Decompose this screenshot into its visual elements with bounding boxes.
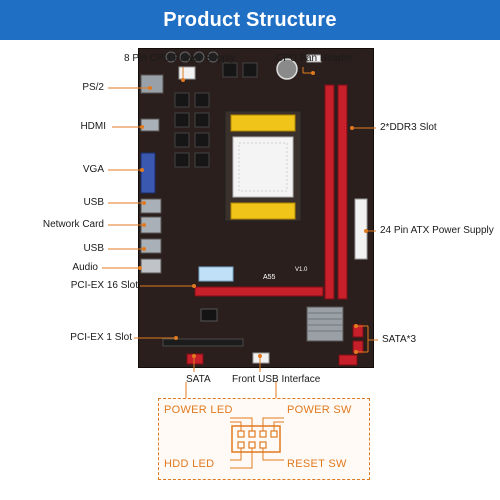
pin-label-reset-sw: RESET SW	[287, 458, 347, 470]
sata-port-right-1	[352, 324, 364, 338]
pcie-x1-slot	[162, 338, 244, 347]
cpu-socket	[232, 136, 294, 198]
label-sticker	[198, 266, 234, 282]
sata-port	[186, 353, 204, 365]
dimm-slot-2	[337, 84, 348, 300]
callout-cpu-power: 8 Pin CPU Power Supply	[124, 53, 236, 64]
callout-network-card: Network Card	[42, 219, 104, 230]
header-banner: Product Structure	[0, 0, 500, 40]
callout-ps2: PS/2	[82, 82, 104, 93]
callout-vga: VGA	[82, 164, 104, 175]
cpu-fan-header	[306, 54, 322, 63]
hdmi-port	[140, 118, 160, 132]
usb-port-top	[140, 198, 162, 214]
motherboard: A55 V1.0	[138, 48, 374, 368]
callout-sata: SATA	[186, 374, 211, 385]
callout-pcie1: PCI-EX 1 Slot	[70, 332, 132, 343]
front-panel-header-box	[158, 398, 370, 480]
socket-clip-top	[230, 114, 296, 132]
callout-hdmi: HDMI	[80, 121, 106, 132]
callout-atx-power: 24 Pin ATX Power Supply	[380, 225, 494, 236]
pcie-x16-slot	[194, 286, 324, 297]
callout-cpu-fan: CPU Fan Header	[276, 53, 353, 64]
dimm-slot-1	[324, 84, 335, 300]
motherboard-drawing: A55 V1.0	[140, 51, 368, 366]
callout-usb-bottom: USB	[83, 243, 104, 254]
callout-front-usb: Front USB Interface	[232, 374, 321, 385]
audio-port	[140, 258, 162, 274]
socket-clip-bottom	[230, 202, 296, 220]
sata-port-right-3	[338, 354, 358, 366]
callout-usb-top: USB	[83, 197, 104, 208]
callout-ddr3: 2*DDR3 Slot	[380, 122, 437, 133]
board-version: V1.0	[295, 267, 308, 273]
front-usb-header	[252, 352, 270, 364]
atx-power-connector	[354, 198, 368, 260]
usb-port-bottom	[140, 238, 162, 254]
callout-sata3: SATA*3	[382, 334, 417, 345]
header-pins	[237, 430, 278, 449]
vrm-chokes	[174, 62, 258, 168]
pin-label-hdd-led: HDD LED	[164, 458, 215, 470]
vga-port	[140, 152, 156, 194]
callout-pcie16: PCI-EX 16 Slot	[70, 280, 138, 291]
header-outline	[231, 425, 281, 453]
cmos-battery	[276, 58, 298, 80]
pin-label-power-led: POWER LED	[164, 404, 233, 416]
io-chip	[200, 308, 218, 322]
pin-label-power-sw: POWER SW	[287, 404, 352, 416]
capacitor-row	[165, 51, 219, 63]
sata-port-right-2	[352, 340, 364, 354]
page-title: Product Structure	[163, 8, 337, 31]
callout-audio: Audio	[72, 262, 98, 273]
chip-label: A55	[263, 274, 276, 281]
